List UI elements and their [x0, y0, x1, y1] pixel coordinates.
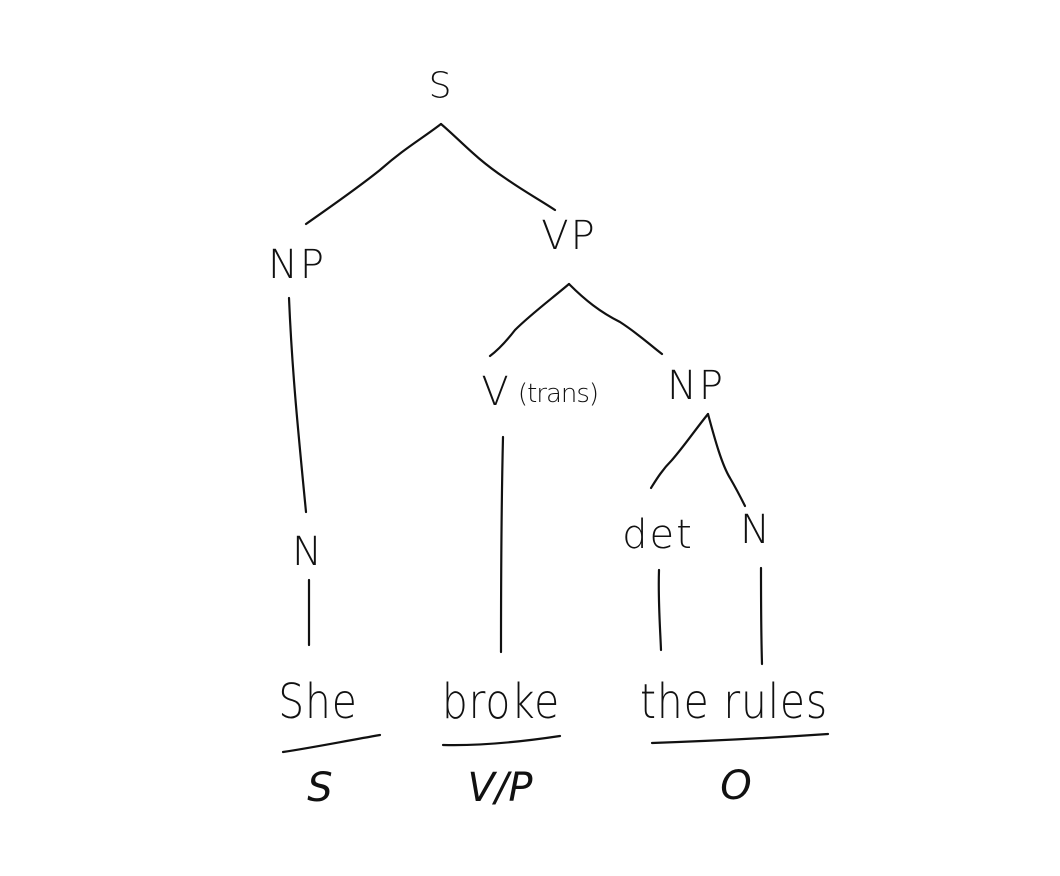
branch-v-broke — [499, 435, 505, 654]
word-broke: broke — [441, 674, 561, 730]
node-subject-np: NP — [267, 242, 327, 288]
role-subject: S — [307, 765, 333, 811]
branch-s-vp — [439, 122, 557, 212]
node-verb-note: (trans) — [517, 379, 599, 409]
word-the-rules: the rules — [640, 674, 828, 730]
branch-det-the — [657, 568, 663, 652]
word-she: She — [278, 674, 358, 730]
branch-vp-np — [567, 282, 664, 356]
node-object-n: N — [740, 507, 772, 553]
branch-n-rules — [759, 566, 764, 666]
node-det: det — [622, 512, 694, 558]
underline-she — [281, 733, 382, 754]
role-object: O — [720, 763, 752, 809]
node-subject-n: N — [292, 529, 324, 575]
node-vp: VP — [541, 213, 597, 259]
branch-vp-v — [488, 282, 571, 358]
node-s: S — [428, 65, 452, 107]
branch-np-n — [287, 296, 308, 514]
role-verb-predicate: V/P — [467, 765, 533, 811]
branch-s-np — [304, 122, 443, 226]
underline-the-rules — [650, 732, 830, 745]
node-object-np: NP — [666, 363, 726, 409]
branch-np-det — [649, 412, 710, 490]
node-verb: V — [481, 369, 511, 415]
underline-broke — [441, 734, 562, 747]
branch-np-n2 — [706, 412, 747, 508]
